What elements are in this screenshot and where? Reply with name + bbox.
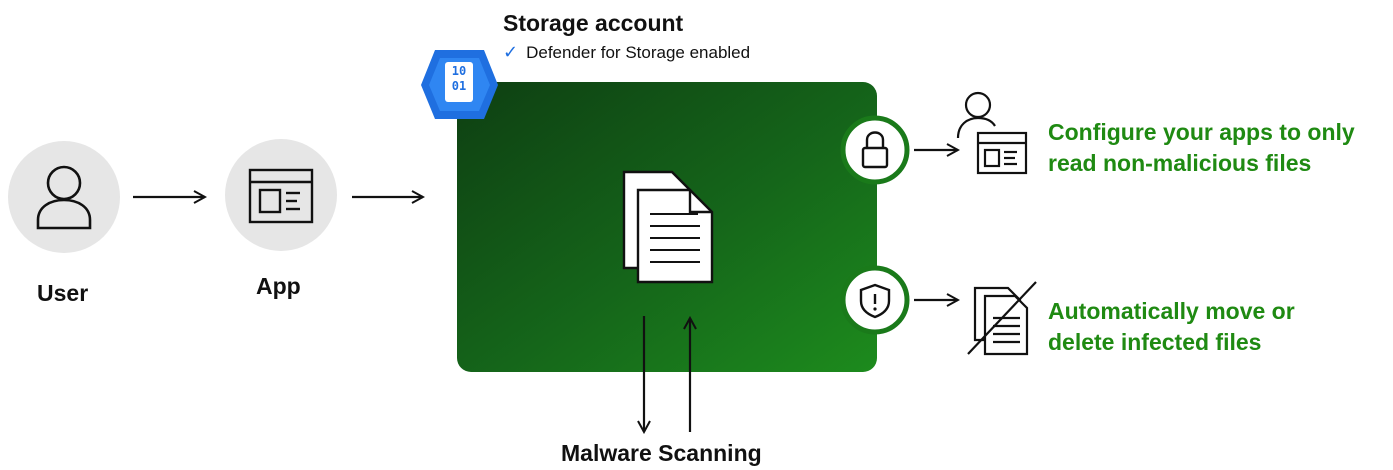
shield-badge: [840, 265, 910, 335]
storage-header: Storage account ✓ Defender for Storage e…: [503, 10, 750, 63]
user-circle: [8, 141, 120, 253]
checkmark-icon: ✓: [503, 42, 519, 62]
move-outcome-text: Automatically move or delete infected fi…: [1048, 296, 1295, 358]
user-app-icon: [956, 91, 1028, 175]
read-outcome-text: Configure your apps to only read non-mal…: [1048, 117, 1355, 179]
binary-line-2: 01: [451, 79, 467, 93]
documents-icon: [622, 170, 714, 284]
shield-icon: [859, 283, 891, 319]
malware-scanning-label: Malware Scanning: [561, 440, 762, 466]
storage-account-title: Storage account: [503, 10, 684, 36]
app-label: App: [256, 273, 301, 299]
move-outcome-line-1: Automatically move or: [1048, 298, 1295, 324]
user-icon: [36, 165, 92, 230]
read-outcome-line-1: Configure your apps to only: [1048, 119, 1355, 145]
app-window-icon: [248, 168, 314, 224]
user-label: User: [37, 280, 89, 306]
storage-blob-icon: [421, 50, 498, 119]
defender-status-label: Defender for Storage enabled: [526, 42, 751, 62]
app-node: [225, 139, 337, 251]
deleted-file-icon: [967, 281, 1037, 356]
user-node: [8, 141, 120, 253]
binary-line-1: 10: [451, 64, 467, 78]
storage-blob-binary: 10 01: [445, 64, 473, 94]
defender-status: ✓ Defender for Storage enabled: [503, 42, 750, 63]
read-outcome-line-2: read non-malicious files: [1048, 150, 1312, 176]
lock-badge: [840, 115, 910, 185]
lock-icon: [861, 131, 889, 169]
move-outcome-line-2: delete infected files: [1048, 329, 1262, 355]
